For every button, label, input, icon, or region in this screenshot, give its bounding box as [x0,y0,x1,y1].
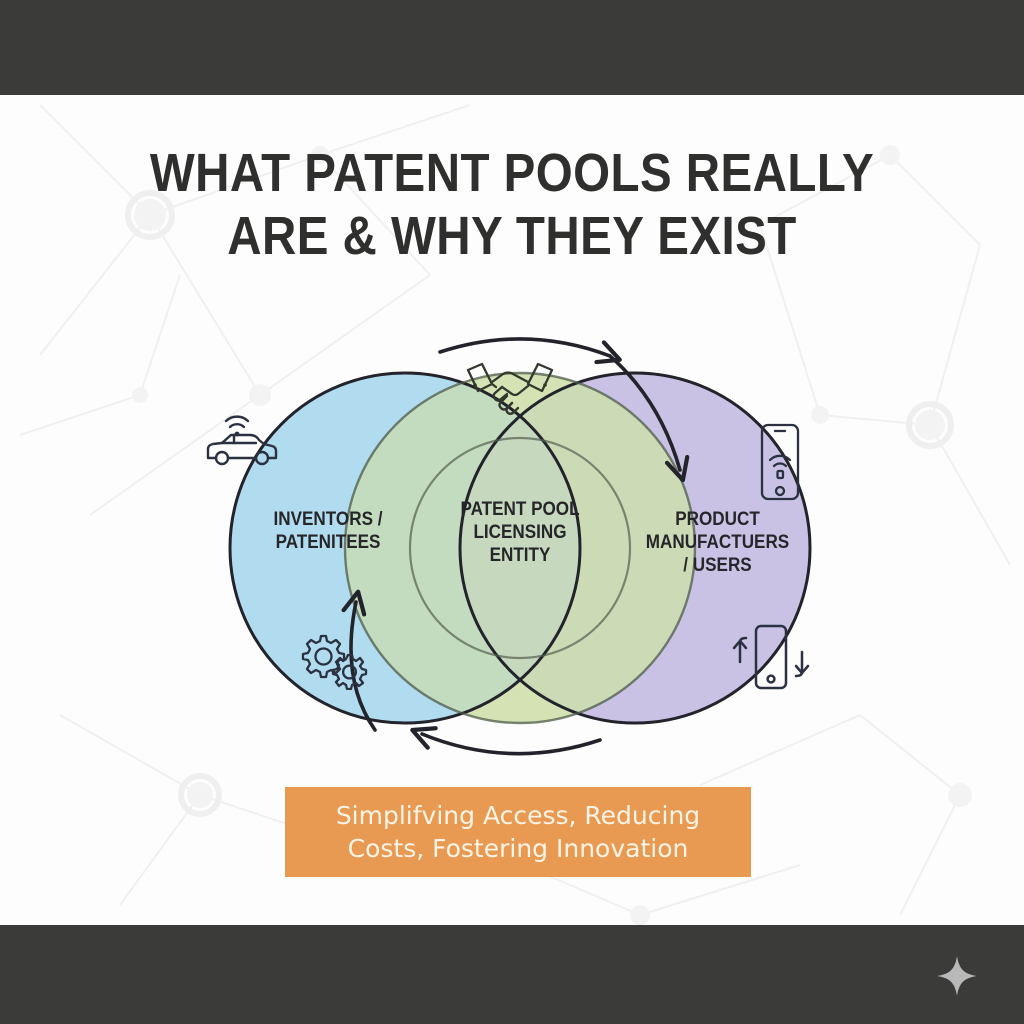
top-bar [0,0,1024,95]
smartphone-wifi-icon [760,423,800,501]
venn-label-right-line3: / USERS [683,555,752,577]
tagline-banner: Simplifving Access, Reducing Costs, Fost… [285,787,751,877]
top-cycle-arrow [438,337,622,365]
venn-diagram: INVENTORS / PATENITEES PATENT POOL LICEN… [190,330,850,770]
venn-inner-circle [408,436,632,660]
gears-icon [301,634,368,690]
four-point-star-icon [937,956,977,996]
venn-label-center: PATENT POOL LICENSING ENTITY [439,498,601,568]
venn-label-center-line1: PATENT POOL [460,499,580,520]
bottom-cycle-arrow [410,726,602,756]
device-sync-icon [732,624,810,690]
background-network-pattern [19,104,1011,925]
bottom-bar [0,925,1024,1024]
title-line-2: ARE & WHY THEY EXIST [227,205,797,266]
page-title: WHAT PATENT POOLS REALLY ARE & WHY THEY … [61,142,962,267]
connected-car-icon [206,415,278,466]
venn-label-right-line1: PRODUCT [675,509,760,530]
venn-label-left: INVENTORS / PATENITEES [247,508,409,554]
venn-label-left-line1: INVENTORS / [273,509,383,530]
venn-label-right: PRODUCT MANUFACTUERS / USERS [630,508,806,578]
tagline-line-2: Costs, Fostering Innovation [347,834,689,863]
venn-label-center-line3: ENTITY [489,545,551,567]
tagline-line-1: Simplifving Access, Reducing [335,801,701,830]
handshake-icon [466,362,554,415]
venn-label-right-line2: MANUFACTUERS [645,532,790,554]
title-line-1: WHAT PATENT POOLS REALLY [149,143,875,203]
venn-circles-graphic [228,337,812,756]
venn-label-left-line2: PATENITEES [275,532,381,554]
tagline-text: Simplifving Access, Reducing Costs, Fost… [336,799,700,865]
venn-label-center-line2: LICENSING [473,522,567,544]
